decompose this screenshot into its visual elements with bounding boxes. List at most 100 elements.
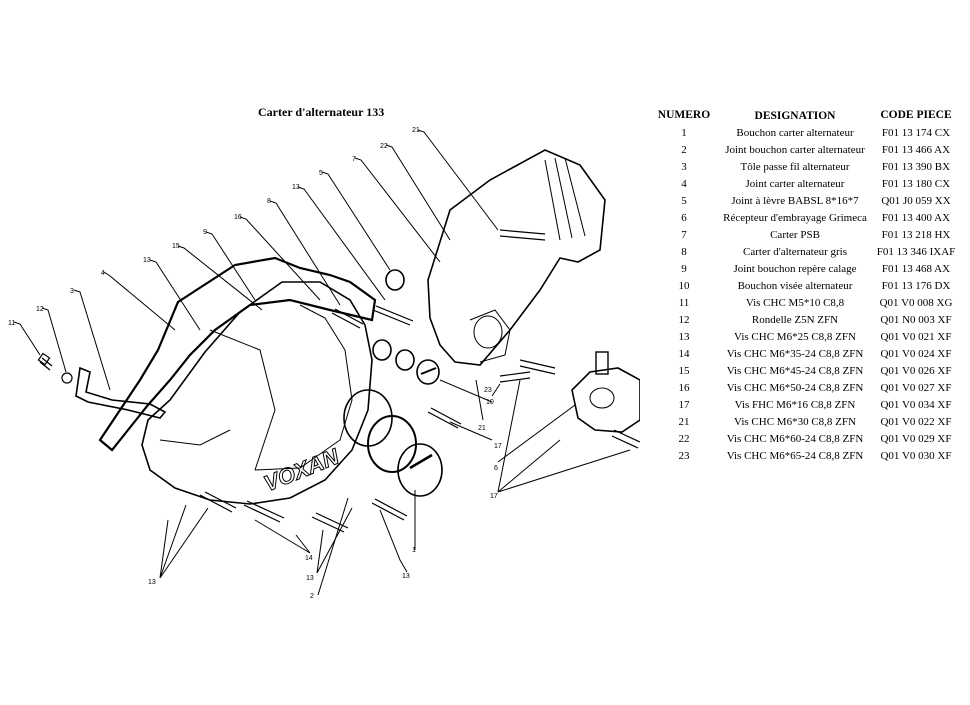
header-code-piece: CODE PIECE xyxy=(880,109,952,121)
part-designation: Vis CHC M6*45-24 C8,8 ZFN xyxy=(726,364,864,377)
part-number: 10 xyxy=(678,279,690,292)
callout-11: 11 xyxy=(8,320,15,327)
callout-3: 3 xyxy=(70,288,74,295)
psb-cover-hatch xyxy=(544,157,586,241)
part-code: Q01 V0 029 XF xyxy=(880,432,952,445)
cover-rib xyxy=(159,429,231,446)
callout-13: 13 xyxy=(402,573,410,580)
part-designation: Joint bouchon carter alternateur xyxy=(725,143,865,156)
part-code: F01 13 400 AX xyxy=(881,211,951,224)
part-number: 5 xyxy=(681,194,687,207)
part-designation: Carter PSB xyxy=(770,228,820,241)
callout-10: 10 xyxy=(486,399,494,406)
part-designation: Vis CHC M6*65-24 C8,8 ZFN xyxy=(726,449,864,462)
clutch-receiver-nipple xyxy=(595,351,609,375)
part-code: F01 13 176 DX xyxy=(881,279,951,292)
part-number: 7 xyxy=(681,228,687,241)
callout-13: 13 xyxy=(292,184,300,191)
part-number: 23 xyxy=(678,449,690,462)
part-number: 3 xyxy=(681,160,687,173)
parts-table: NUMERO DESIGNATION CODE PIECE 1 Bouchon c… xyxy=(648,106,962,464)
diagram-title: Carter d'alternateur 133 xyxy=(258,105,385,119)
part-designation: Joint à lèvre BABSL 8*16*7 xyxy=(731,194,859,207)
callout-12: 12 xyxy=(36,306,44,313)
callout-15: 15 xyxy=(172,243,180,250)
part-designation: Bouchon visée alternateur xyxy=(737,279,853,292)
part-designation: Rondelle Z5N ZFN xyxy=(751,313,839,326)
callout-13: 13 xyxy=(148,579,156,586)
part-number: 11 xyxy=(678,296,690,309)
callout-16: 16 xyxy=(234,214,242,221)
callout-9: 8 xyxy=(267,198,271,205)
part-code: F01 13 218 HX xyxy=(881,228,951,241)
timing-plug-seal-ring xyxy=(395,349,415,371)
part-designation: Joint carter alternateur xyxy=(745,177,845,190)
callout-labels: 11 12 3 4 13 15 9 16 8 13 5 7 22 21 23 1… xyxy=(8,127,502,600)
part-designation: Carter d'alternateur gris xyxy=(743,245,847,258)
part-code: F01 13 390 BX xyxy=(881,160,951,173)
part-number: 22 xyxy=(678,432,690,445)
table-row: 23 Vis CHC M6*65-24 C8,8 ZFN Q01 V0 030 XF xyxy=(648,447,962,464)
callout-13: 13 xyxy=(143,257,151,264)
callout-23: 23 xyxy=(484,387,492,394)
part-code: F01 13 346 IXAF xyxy=(876,245,956,258)
callout-21: 21 xyxy=(478,425,486,432)
part-designation: Vis CHC M5*10 C8,8 xyxy=(745,296,845,309)
part-code: Q01 V0 034 XF xyxy=(880,398,952,411)
table-row: 22 Vis CHC M6*60-24 C8,8 ZFN Q01 V0 029 XF xyxy=(648,430,962,447)
callout-6: 6 xyxy=(494,465,498,472)
part-code: Q01 V0 022 XF xyxy=(880,415,952,428)
part-designation: Bouchon carter alternateur xyxy=(736,126,854,139)
part-designation: Récepteur d'embrayage Grimeca xyxy=(723,211,867,224)
cover-inner-rim xyxy=(254,304,353,471)
psb-cover-detail xyxy=(469,309,511,363)
callout-13: 13 xyxy=(306,575,314,582)
part-designation: Vis FHC M6*16 C8,8 ZFN xyxy=(734,398,856,411)
callout-5: 5 xyxy=(319,170,323,177)
parts-table-header: NUMERO DESIGNATION CODE PIECE xyxy=(648,106,962,124)
part-number: 1 xyxy=(681,126,687,139)
header-designation: DESIGNATION xyxy=(754,110,836,122)
part-code: Q01 V0 030 XF xyxy=(880,449,952,462)
part-designation: Tôle passe fil alternateur xyxy=(740,160,850,173)
part-number: 2 xyxy=(681,143,687,156)
part-code: Q01 V0 024 XF xyxy=(880,347,952,360)
part-number: 6 xyxy=(681,211,687,224)
callout-17: 17 xyxy=(494,443,502,450)
part-code: F01 13 180 CX xyxy=(881,177,951,190)
psb-cover-bore xyxy=(473,315,503,349)
part-number: 15 xyxy=(678,364,690,377)
table-row: 4 Joint carter alternateur F01 13 180 CX xyxy=(648,175,962,192)
part-code: F01 13 466 AX xyxy=(881,143,951,156)
callout-2: 2 xyxy=(310,593,314,600)
callout-1: 1 xyxy=(412,547,416,554)
leader-lines xyxy=(13,129,631,596)
part-designation: Vis CHC M6*60-24 C8,8 ZFN xyxy=(726,432,864,445)
plug-cap xyxy=(397,443,443,497)
table-row: 11 Vis CHC M5*10 C8,8 Q01 V0 008 XG xyxy=(648,294,962,311)
part-designation: Joint bouchon repère calage xyxy=(733,262,857,275)
lip-seal xyxy=(385,269,405,291)
table-row: 10 Bouchon visée alternateur F01 13 176 DX xyxy=(648,277,962,294)
sight-plug-slot xyxy=(420,367,437,375)
header-numero: NUMERO xyxy=(657,109,711,121)
part-number: 4 xyxy=(681,177,687,190)
part-code: F01 13 468 AX xyxy=(881,262,951,275)
part-code: Q01 V0 026 XF xyxy=(880,364,952,377)
alternator-cover xyxy=(141,281,373,505)
wire-plate xyxy=(75,366,167,419)
callout-14: 14 xyxy=(305,555,313,562)
callout-17: 17 xyxy=(490,493,498,500)
clutch-receiver xyxy=(571,367,640,433)
part-code: Q01 V0 008 XG xyxy=(879,296,953,309)
table-row: 8 Carter d'alternateur gris F01 13 346 IXA… xyxy=(648,243,962,260)
part-number: 8 xyxy=(681,245,687,258)
cover-rib xyxy=(209,329,276,471)
clutch-receiver-bore xyxy=(589,387,615,409)
